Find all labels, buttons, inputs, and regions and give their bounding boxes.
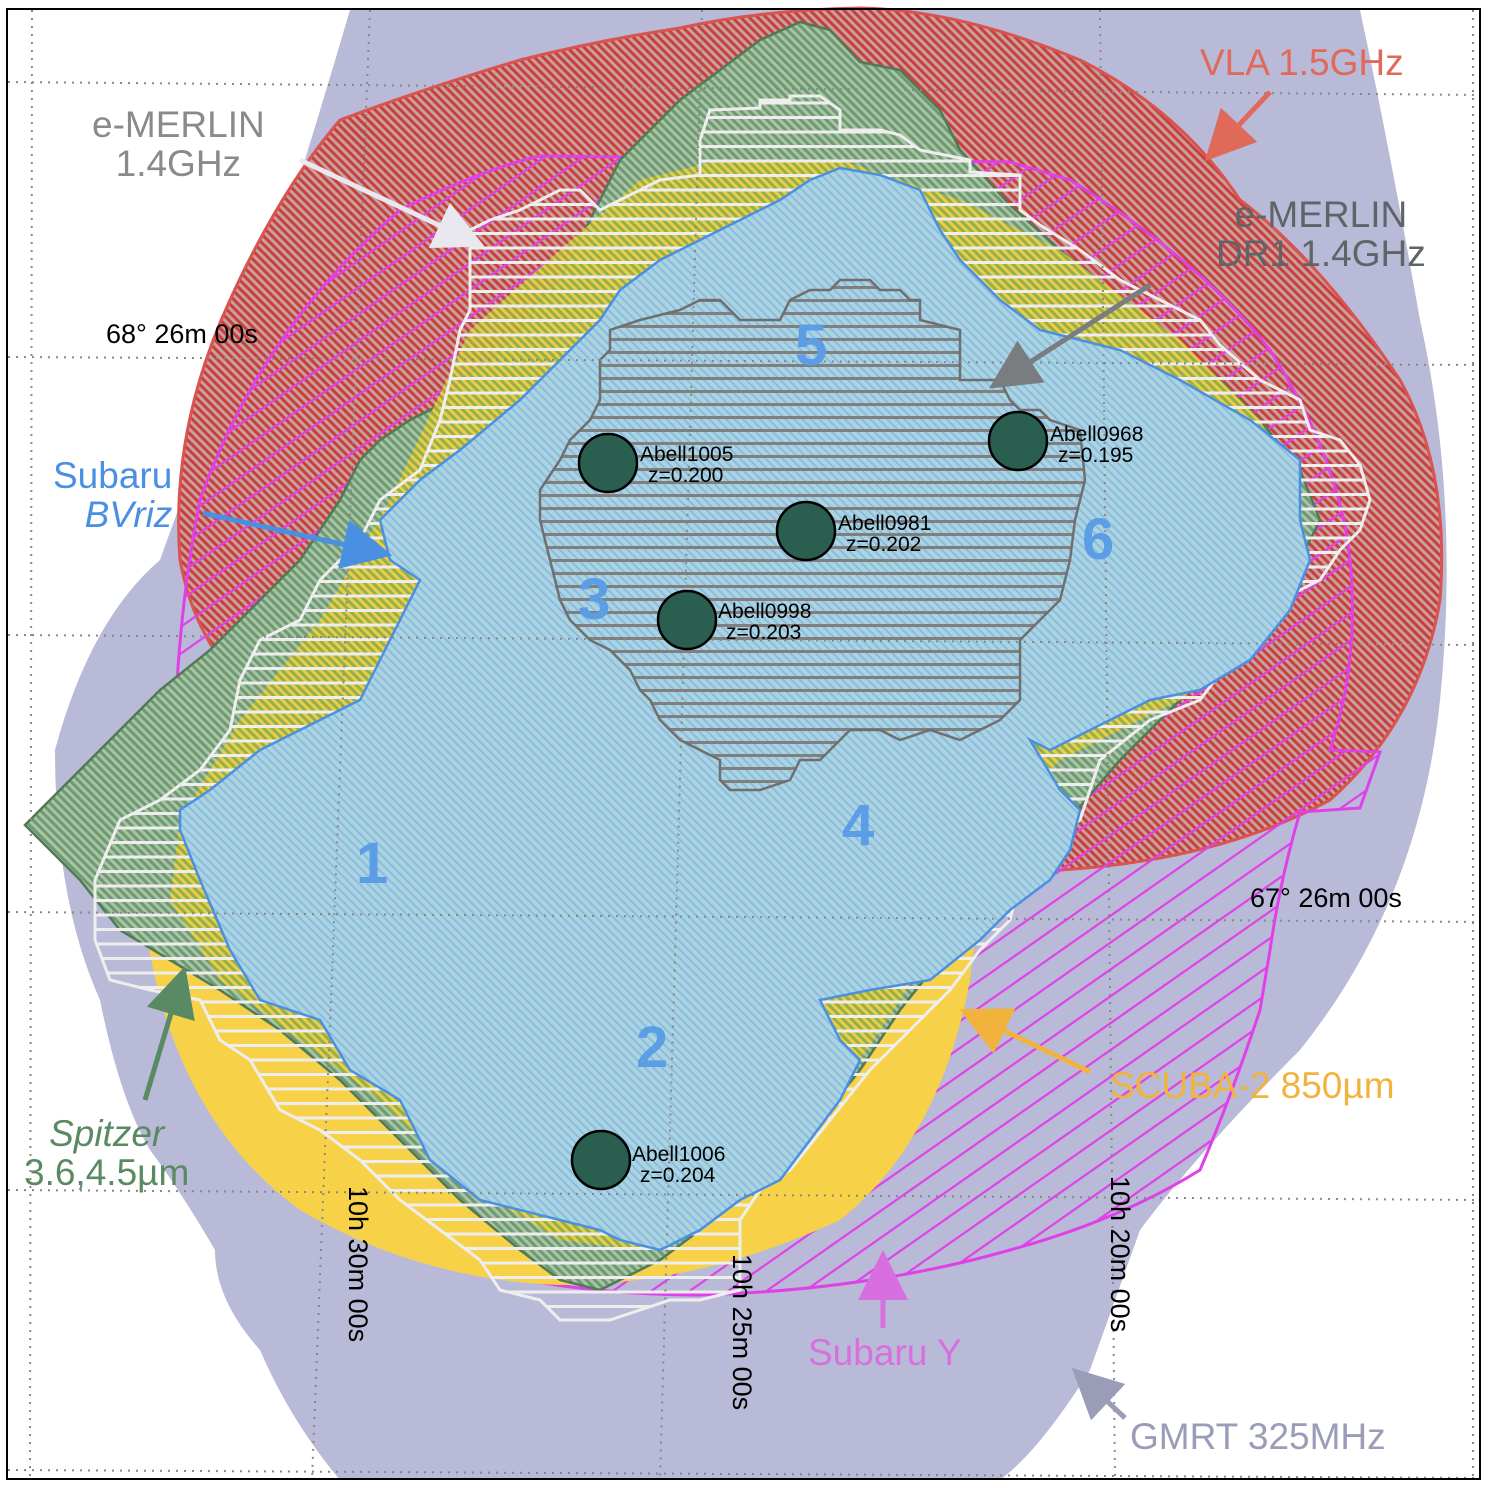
region-6: 6	[1082, 507, 1115, 572]
coordinate-grid	[7, 9, 1481, 1481]
cluster-label-abell0998: Abell0998 z=0.203	[718, 600, 812, 644]
cluster-label-abell0981: Abell0981 z=0.202	[838, 512, 932, 556]
emerlin-dr1-arrow	[988, 282, 1152, 389]
region-4: 4	[842, 793, 875, 858]
cluster-markers	[570, 410, 1049, 1191]
cluster-label-abell0968: Abell0968 z=0.195	[1050, 423, 1144, 467]
scuba2-arrow	[959, 1008, 1092, 1075]
cluster-marker-abell0998[interactable]	[656, 589, 718, 651]
ra-label-10h30m: 10h 30m 00s	[343, 1186, 373, 1343]
label-scuba2: SCUBA-2 850µm	[1110, 1065, 1395, 1106]
cluster-marker-abell0968[interactable]	[987, 410, 1049, 472]
label-vla: VLA 1.5GHz	[1200, 42, 1404, 83]
label-spitzer: Spitzer 3.6,4.5µm	[24, 1113, 190, 1193]
label-gmrt: GMRT 325MHz	[1130, 1416, 1386, 1457]
region-1: 1	[356, 831, 389, 896]
region-5: 5	[795, 313, 828, 378]
subaru-bvriz-arrow	[202, 510, 393, 569]
label-emerlin-dr1: e-MERLIN DR1 1.4GHz	[1216, 194, 1426, 274]
vla-arrow	[1204, 90, 1272, 162]
label-subaru-bvriz: Subaru BVriz	[53, 455, 173, 535]
cluster-label-abell1005: Abell1005 z=0.200	[640, 443, 734, 487]
spitzer-arrow	[142, 966, 195, 1101]
emerlin-arrow	[298, 157, 485, 249]
region-3: 3	[578, 567, 611, 632]
gmrt-arrow	[1071, 1367, 1127, 1421]
label-subaru-y: Subaru Y	[808, 1332, 962, 1373]
ra-label-10h20m: 10h 20m 00s	[1105, 1176, 1135, 1333]
cluster-marker-abell1006[interactable]	[570, 1129, 632, 1191]
dec-label-68: 68° 26m 00s	[106, 319, 258, 349]
ra-label-10h25m: 10h 25m 00s	[727, 1254, 757, 1411]
cluster-marker-abell0981[interactable]	[775, 500, 837, 562]
label-emerlin: e-MERLIN 1.4GHz	[92, 104, 265, 184]
cluster-marker-abell1005[interactable]	[577, 432, 639, 494]
cluster-label-abell1006: Abell1006 z=0.204	[632, 1143, 726, 1187]
dec-label-67: 67° 26m 00s	[1250, 883, 1402, 913]
region-2: 2	[636, 1015, 669, 1080]
